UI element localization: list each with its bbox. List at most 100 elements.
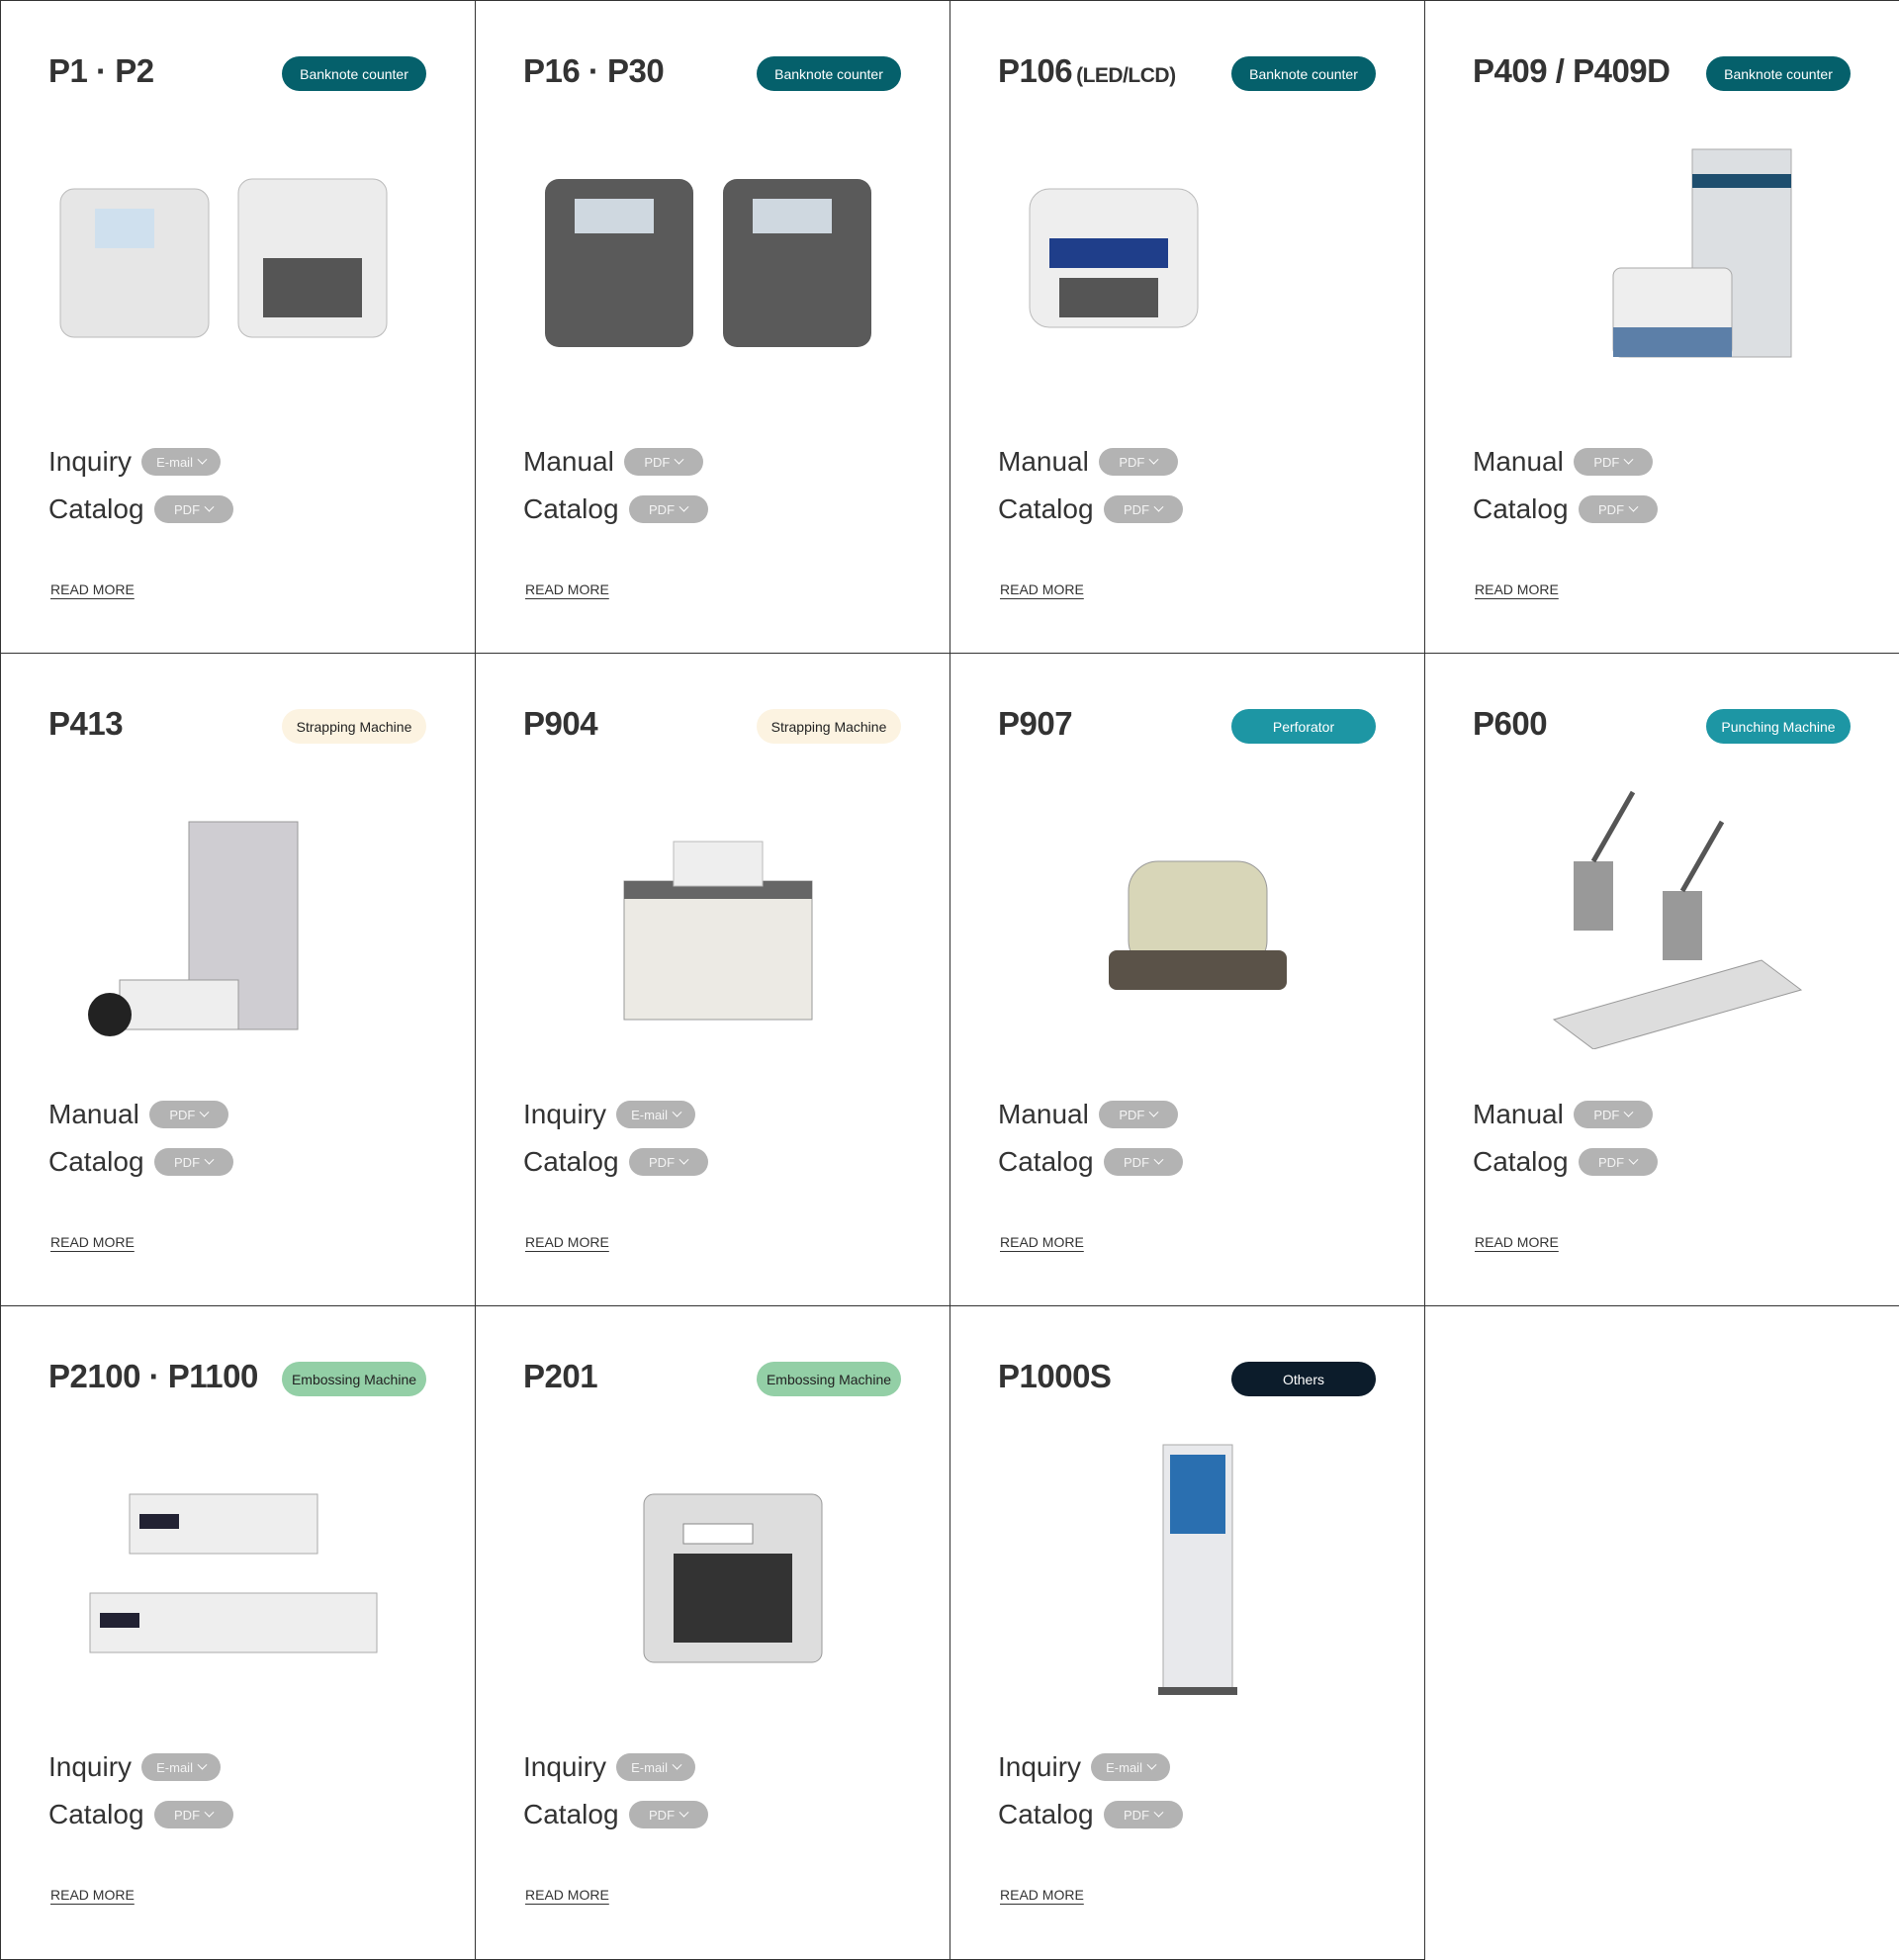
pdf-dropdown[interactable]: PDF (1098, 448, 1178, 476)
pdf-dropdown[interactable]: PDF (628, 495, 708, 523)
pdf-dropdown[interactable]: PDF (1103, 1801, 1183, 1828)
product-title: P1 · P2 (48, 52, 154, 90)
email-dropdown[interactable]: E-mail (616, 1101, 696, 1128)
read-more-link[interactable]: READ MORE (1000, 1234, 1084, 1250)
read-more-link[interactable]: READ MORE (50, 1887, 135, 1903)
category-badge: Banknote counter (282, 56, 426, 91)
row-label: Manual (998, 446, 1089, 477)
download-row: Catalog PDF (48, 1799, 233, 1830)
product-image[interactable] (41, 782, 436, 1049)
read-more-link[interactable]: READ MORE (1000, 581, 1084, 597)
product-title: P106(LED/LCD) (998, 52, 1176, 90)
row-label: Catalog (1473, 1146, 1569, 1177)
read-more-link[interactable]: READ MORE (525, 581, 609, 597)
dropdown-label: PDF (1593, 454, 1620, 470)
product-name: P907 (998, 705, 1073, 742)
download-row: Manual PDF (998, 1099, 1178, 1130)
category-badge: Embossing Machine (757, 1362, 901, 1396)
dropdown-label: E-mail (156, 454, 193, 470)
category-badge: Banknote counter (757, 56, 901, 91)
pdf-dropdown[interactable]: PDF (1573, 1101, 1653, 1128)
read-more-link[interactable]: READ MORE (1475, 1234, 1559, 1250)
email-dropdown[interactable]: E-mail (141, 448, 222, 476)
pdf-dropdown[interactable]: PDF (153, 1148, 233, 1176)
read-more-link[interactable]: READ MORE (50, 581, 135, 597)
dropdown-label: PDF (1124, 1807, 1150, 1823)
read-more-link[interactable]: READ MORE (1000, 1887, 1084, 1903)
product-image[interactable] (515, 782, 911, 1049)
chevron-down-icon (672, 1107, 682, 1117)
read-more-link[interactable]: READ MORE (525, 1887, 609, 1903)
pdf-dropdown[interactable]: PDF (1578, 1148, 1658, 1176)
pdf-dropdown[interactable]: PDF (1098, 1101, 1178, 1128)
product-image[interactable] (1465, 782, 1860, 1049)
pdf-dropdown[interactable]: PDF (1103, 1148, 1183, 1176)
email-dropdown[interactable]: E-mail (1091, 1753, 1171, 1781)
product-image[interactable] (990, 1435, 1386, 1702)
dropdown-label: PDF (169, 1107, 196, 1122)
product-name: P904 (523, 705, 598, 742)
product-image[interactable] (41, 130, 436, 397)
row-label: Manual (1473, 446, 1564, 477)
row-label: Inquiry (523, 1099, 607, 1129)
chevron-down-icon (1153, 501, 1164, 512)
dropdown-label: PDF (644, 454, 671, 470)
pdf-dropdown[interactable]: PDF (1103, 495, 1183, 523)
download-row: Catalog PDF (1473, 1146, 1658, 1178)
product-image[interactable] (990, 130, 1386, 397)
pdf-dropdown[interactable]: PDF (628, 1801, 708, 1828)
chevron-down-icon (678, 1807, 689, 1818)
pdf-dropdown[interactable]: PDF (623, 448, 703, 476)
chevron-down-icon (1148, 1107, 1159, 1117)
product-image[interactable] (41, 1435, 436, 1702)
category-badge: Strapping Machine (757, 709, 901, 744)
chevron-down-icon (197, 454, 208, 465)
email-dropdown[interactable]: E-mail (616, 1753, 696, 1781)
product-title: P1000S (998, 1358, 1112, 1395)
row-label: Catalog (523, 1146, 619, 1177)
dropdown-label: PDF (1124, 501, 1150, 517)
dropdown-label: PDF (649, 1807, 676, 1823)
product-image[interactable] (990, 782, 1386, 1049)
category-badge: Banknote counter (1706, 56, 1851, 91)
product-image[interactable] (515, 1435, 911, 1702)
read-more-link[interactable]: READ MORE (525, 1234, 609, 1250)
chevron-down-icon (1623, 454, 1634, 465)
product-image[interactable] (1465, 130, 1860, 397)
pdf-dropdown[interactable]: PDF (1578, 495, 1658, 523)
row-label: Catalog (48, 1799, 144, 1829)
product-image[interactable] (515, 130, 911, 397)
dropdown-label: PDF (1119, 454, 1145, 470)
pdf-dropdown[interactable]: PDF (1573, 448, 1653, 476)
pdf-dropdown[interactable]: PDF (628, 1148, 708, 1176)
dropdown-label: E-mail (1106, 1759, 1142, 1775)
dropdown-label: PDF (174, 1154, 201, 1170)
row-label: Manual (998, 1099, 1089, 1129)
product-name: P409 / P409D (1473, 52, 1671, 89)
dropdown-label: E-mail (631, 1759, 668, 1775)
category-badge: Strapping Machine (282, 709, 426, 744)
email-dropdown[interactable]: E-mail (141, 1753, 222, 1781)
read-more-link[interactable]: READ MORE (50, 1234, 135, 1250)
pdf-dropdown[interactable]: PDF (153, 495, 233, 523)
chevron-down-icon (1628, 1154, 1639, 1165)
pdf-dropdown[interactable]: PDF (148, 1101, 228, 1128)
pdf-dropdown[interactable]: PDF (153, 1801, 233, 1828)
chevron-down-icon (1153, 1807, 1164, 1818)
read-more-link[interactable]: READ MORE (1475, 581, 1559, 597)
